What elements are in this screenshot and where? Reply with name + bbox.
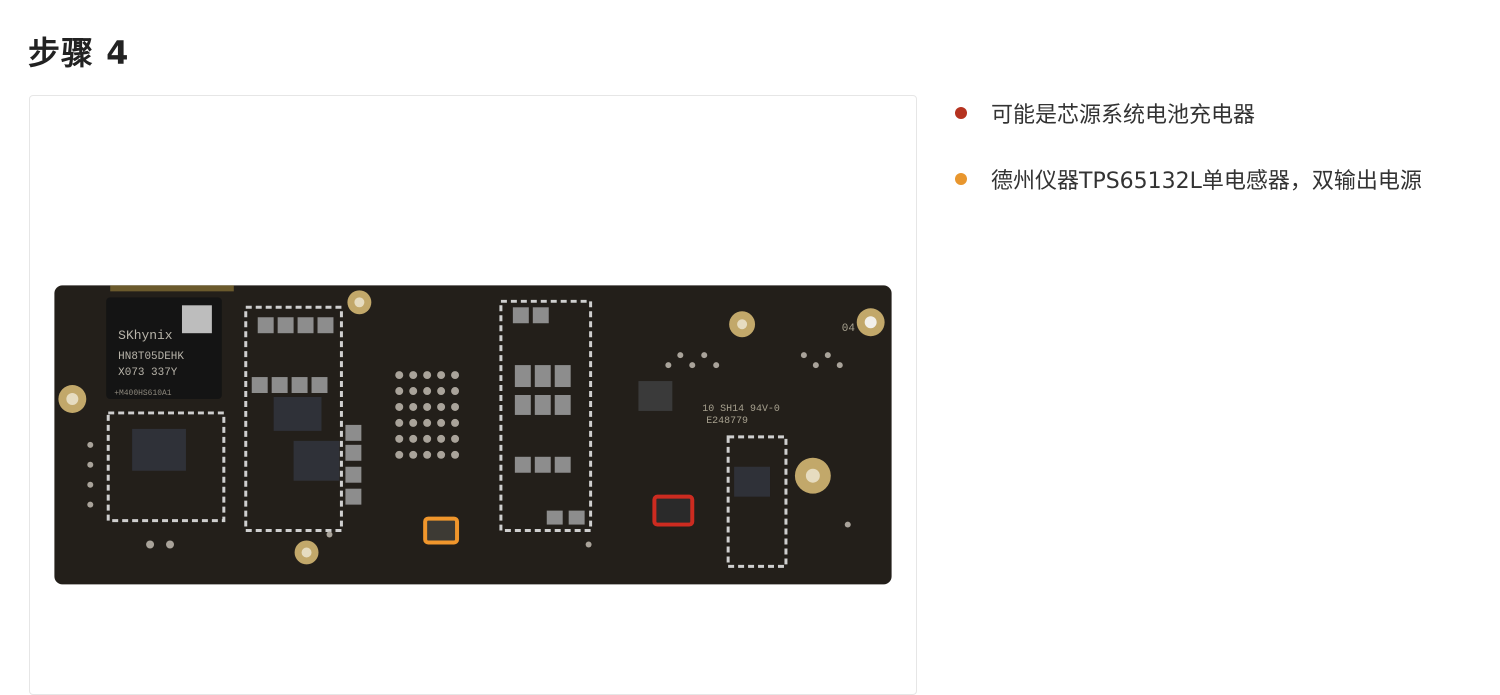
board-marking-ul: 10 SH14 94V-0: [702, 403, 780, 414]
ic-chip: [293, 440, 340, 481]
circuit-board-photo[interactable]: SKhynix HN8T05DEHK X073 337Y +M400HS610A…: [30, 96, 916, 694]
board-marking-04: 04: [842, 323, 856, 335]
red-bullet-icon: [955, 107, 967, 119]
annotation-list: 可能是芯源系统电池充电器 德州仪器TPS65132L单电感器，双输出电源: [955, 98, 1422, 230]
chip-label-3: X073 337Y: [118, 367, 178, 379]
highlight-red: [652, 494, 695, 527]
bullet-item-red: 可能是芯源系统电池充电器: [955, 98, 1422, 128]
chip-label-1: SKhynix: [118, 328, 173, 343]
pads: [87, 352, 851, 549]
chip-label-2: HN8T05DEHK: [118, 351, 184, 363]
shield-outlines: [106, 299, 788, 568]
orange-bullet-icon: [955, 173, 967, 185]
bullet-text: 可能是芯源系统电池充电器: [991, 103, 1256, 128]
chip-label-4: +M400HS610A1: [114, 389, 172, 398]
bullet-text: 德州仪器TPS65132L单电感器，双输出电源: [991, 169, 1422, 194]
bullet-item-orange: 德州仪器TPS65132L单电感器，双输出电源: [955, 164, 1422, 194]
highlight-orange: [423, 516, 460, 545]
board-marking-e: E248779: [706, 415, 748, 426]
step-image-card[interactable]: SKhynix HN8T05DEHK X073 337Y +M400HS610A…: [29, 95, 917, 695]
mounting-holes: [58, 290, 885, 565]
step-title: 步骤 4: [28, 34, 130, 72]
components: [251, 307, 585, 525]
ic-chip: [132, 428, 186, 471]
